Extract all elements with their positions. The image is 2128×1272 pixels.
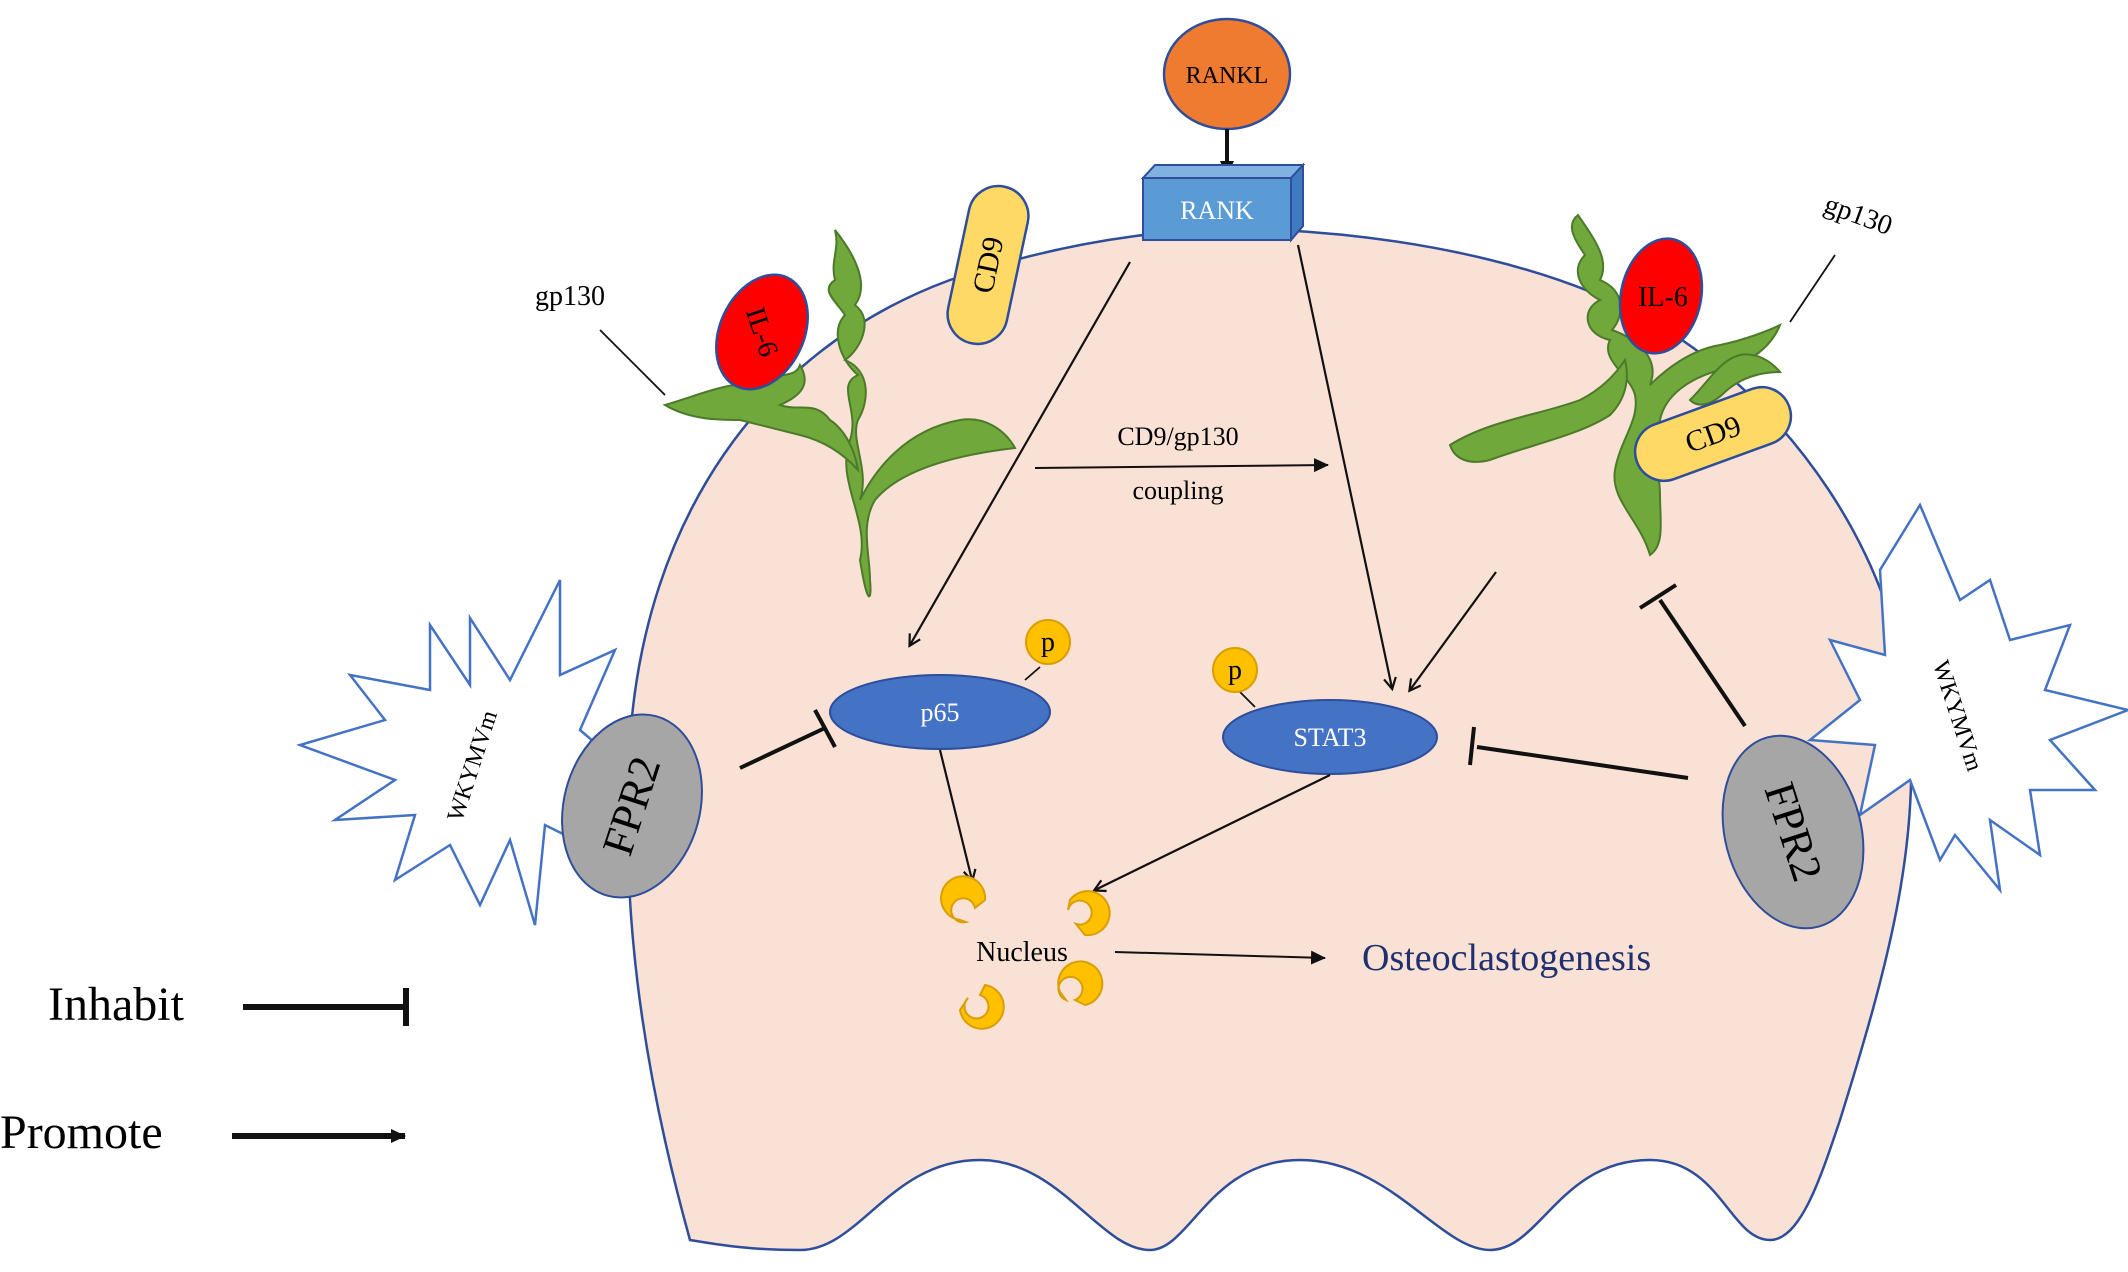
nucleus-envelope <box>940 875 1111 1030</box>
il6-right-label: IL-6 <box>1638 282 1688 313</box>
legend-inhibit-symbol <box>243 988 409 1026</box>
il6-left <box>715 273 809 391</box>
gp130-right-leader <box>1789 254 1836 323</box>
nucleus-to-outcome-arrow <box>1114 950 1326 965</box>
coupling-label-line2: coupling <box>1133 476 1224 505</box>
fpr2-right-inhibits-stat3 <box>1468 726 1689 780</box>
gp130-right-arm <box>1448 357 1628 463</box>
rank-box-top <box>1140 164 1306 179</box>
p65-protein <box>829 674 1051 750</box>
p65-to-nucleus-arrow <box>938 749 972 880</box>
stat3-phospho-label: p <box>1228 655 1242 686</box>
p65-label: p65 <box>921 698 960 727</box>
osteoclastogenesis-label: Osteoclastogenesis <box>1362 937 1651 979</box>
stat3-label: STAT3 <box>1293 723 1366 752</box>
rank-receptor <box>1142 177 1292 241</box>
cd9-left <box>946 184 1030 346</box>
gp130-right-stub <box>1688 353 1783 406</box>
fpr2-left-receptor <box>561 713 703 899</box>
gp130-left-receptor <box>827 229 1017 598</box>
rank-to-stat3-arrow <box>1296 244 1392 688</box>
coupling-arrow <box>1034 458 1329 473</box>
wkymvm-right-burst <box>1806 502 2128 895</box>
fpr2-left-inhibits-p65 <box>739 709 837 770</box>
legend-promote-label: Promote <box>0 1106 163 1159</box>
gp130-left-label: gp130 <box>535 281 605 312</box>
p65-phospho-group <box>1025 619 1071 665</box>
stat3-protein <box>1222 699 1438 775</box>
wkymvm-left-burst <box>296 579 618 926</box>
fpr2-right-inhibits-gp130 <box>1638 583 1747 728</box>
stat3-to-nucleus-arrow <box>1095 774 1331 890</box>
legend-inhibit-label: Inhabit <box>48 978 185 1031</box>
il6-right <box>1618 237 1704 355</box>
stat3-phospho-group <box>1212 647 1258 693</box>
gp130-to-stat3-arrow <box>1410 571 1497 690</box>
rank-to-p65-arrow <box>910 261 1131 645</box>
p65-phospho-link <box>1024 666 1041 681</box>
legend: Inhabit Promote <box>0 978 409 1159</box>
rankl-label: RANKL <box>1186 63 1269 89</box>
rank-label: RANK <box>1180 196 1254 225</box>
gp130-left-leader <box>599 329 666 396</box>
stat3-phospho-link <box>1239 691 1256 708</box>
cd9-right <box>1633 385 1793 483</box>
rank-box-side <box>1290 162 1304 243</box>
nucleus-label: Nucleus <box>976 937 1068 968</box>
coupling-label-line1: CD9/gp130 <box>1117 422 1238 451</box>
gp130-right-label: gp130 <box>1820 189 1896 242</box>
p65-phospho-label: p <box>1041 627 1055 658</box>
fpr2-right-receptor <box>1721 734 1865 930</box>
